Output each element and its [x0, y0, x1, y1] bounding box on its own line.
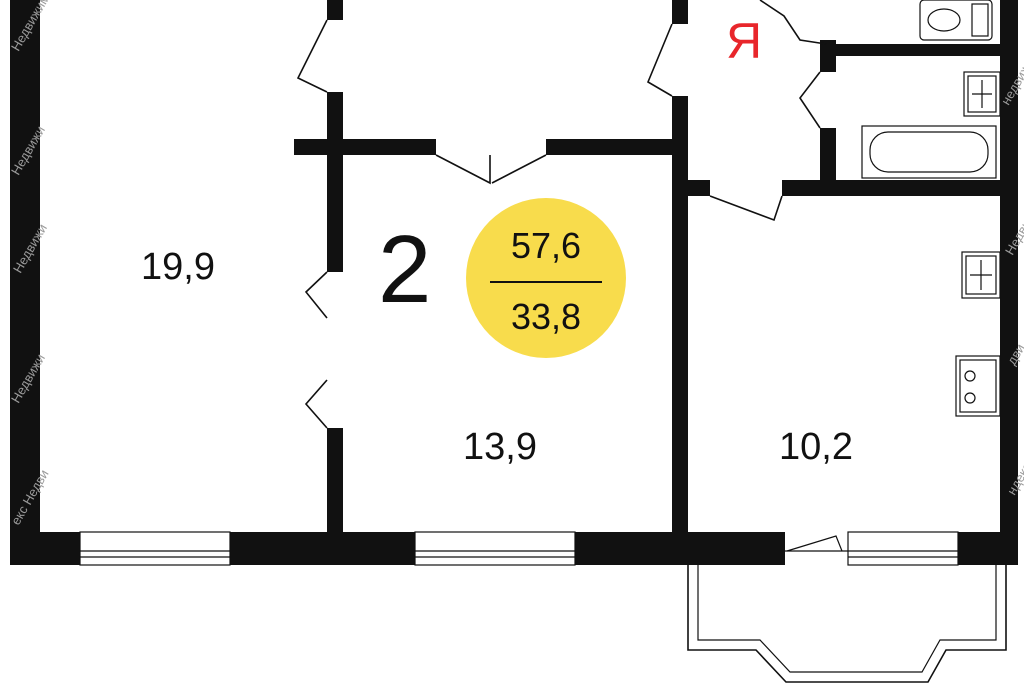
- wall-partition-2: [672, 96, 688, 534]
- yandex-logo: Я: [726, 13, 763, 69]
- window-middle-room: [414, 531, 576, 566]
- room-area-middle: 13,9: [463, 426, 537, 468]
- kitchen-sink-icon: [961, 251, 1001, 299]
- door-bath: [799, 71, 821, 129]
- wall-right-outer: [1000, 0, 1018, 565]
- balcony: [687, 565, 1007, 683]
- wall-bottom-pier-2: [575, 532, 785, 565]
- wall-partition-1-top: [327, 0, 343, 20]
- wall-partition-1-upper: [327, 92, 343, 272]
- door-left-mid-lower: [304, 379, 328, 429]
- total-area: 57,6: [510, 225, 582, 266]
- door-left-room: [296, 19, 328, 93]
- door-middle-room: [435, 154, 547, 185]
- toilet-icon: [919, 0, 993, 41]
- door-left-mid-upper: [304, 271, 328, 319]
- door-hall: [646, 23, 673, 97]
- window-kitchen: [847, 531, 959, 566]
- window-left-room: [79, 531, 231, 566]
- rooms-count: 2: [378, 216, 432, 323]
- wall-corridor-right: [546, 139, 686, 155]
- door-kitchen: [709, 195, 783, 222]
- sink-icon: [963, 71, 1001, 117]
- wall-kitchen-top-right: [782, 180, 1018, 196]
- room-area-kitchen: 10,2: [779, 426, 853, 468]
- living-area: 33,8: [510, 296, 582, 337]
- balcony-door: [785, 535, 848, 552]
- stove-icon: [955, 355, 1001, 417]
- wall-bottom-pier-1: [230, 532, 415, 565]
- wall-left-outer: [10, 0, 40, 562]
- badge-divider: [490, 281, 602, 283]
- wall-wc-bottom: [832, 44, 1002, 56]
- wall-bottom-left: [10, 532, 80, 565]
- wall-partition-1-lower: [327, 428, 343, 534]
- area-badge: 57,6 33,8: [466, 198, 626, 358]
- wall-corridor-left: [294, 139, 436, 155]
- wall-kitchen-top-left: [686, 180, 710, 196]
- wall-bath-left-lower: [820, 128, 836, 182]
- door-wc: [759, 0, 827, 45]
- wall-partition-2-top: [672, 0, 688, 24]
- bathtub-icon: [861, 125, 997, 179]
- room-area-left: 19,9: [141, 246, 215, 288]
